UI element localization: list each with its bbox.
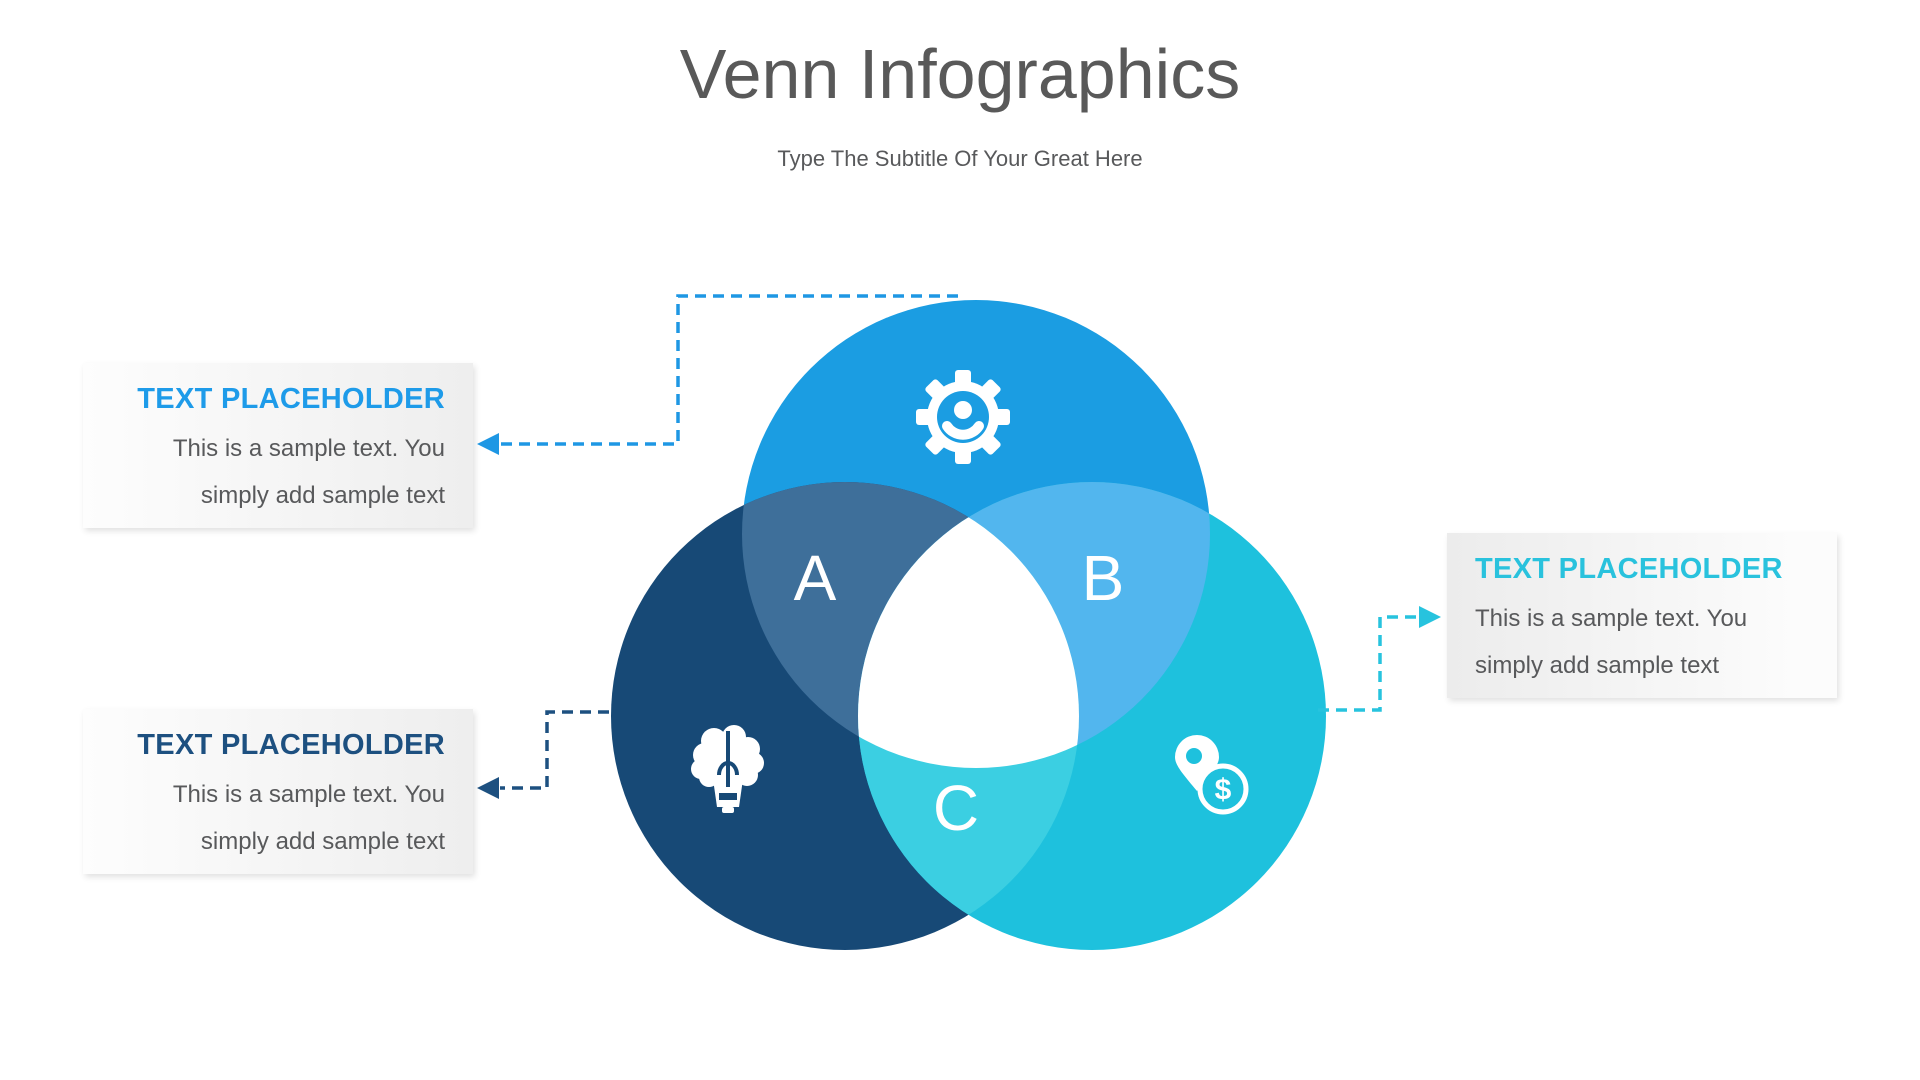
callout-right: TEXT PLACEHOLDER This is a sample text. …: [1447, 533, 1837, 698]
callout-text-line: This is a sample text. You: [172, 781, 445, 808]
callout-text-line: simply add sample text: [200, 482, 445, 509]
page-title: Venn Infographics: [679, 35, 1241, 113]
overlap-label-a: A: [794, 542, 837, 614]
callout-heading: TEXT PLACEHOLDER: [137, 729, 445, 761]
callout-heading: TEXT PLACEHOLDER: [1475, 553, 1783, 585]
overlap-label-c: C: [933, 772, 979, 844]
money-location-icon: $: [1175, 735, 1249, 815]
connector-top-left: [477, 294, 958, 455]
callout-text-line: simply add sample text: [200, 828, 445, 855]
callout-top-left: TEXT PLACEHOLDER This is a sample text. …: [83, 363, 473, 528]
gear-user-icon: [916, 370, 1010, 464]
overlap-label-b: B: [1082, 542, 1125, 614]
connector-bottom-left: [477, 710, 609, 799]
callout-heading: TEXT PLACEHOLDER: [137, 383, 445, 415]
connector-right: [1318, 606, 1441, 712]
page-subtitle: Type The Subtitle Of Your Great Here: [777, 146, 1143, 171]
brain-idea-icon: [691, 725, 764, 813]
dollar-glyph: $: [1215, 774, 1232, 807]
callout-text-line: This is a sample text. You: [1475, 605, 1748, 632]
callout-text-line: This is a sample text. You: [172, 435, 445, 462]
callout-bottom-left: TEXT PLACEHOLDER This is a sample text. …: [83, 709, 473, 874]
callout-text-line: simply add sample text: [1475, 652, 1720, 679]
